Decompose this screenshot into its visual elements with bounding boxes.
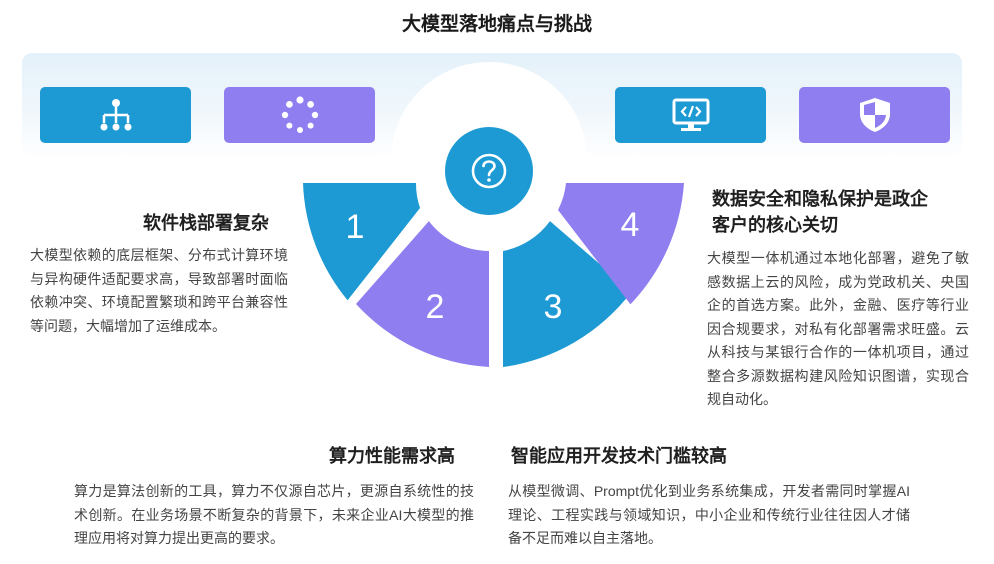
- challenge-4-text: 大模型一体机通过本地化部署，避免了敏感数据上云的风险，成为党政机关、央国企的首选…: [707, 250, 969, 407]
- segment-2: [356, 221, 489, 367]
- page-title: 大模型落地痛点与挑战: [401, 14, 592, 35]
- challenge-2-text: 算力是算法创新的工具，算力不仅源自芯片，更源自系统性的技术创新。在业务场景不断复…: [74, 483, 474, 546]
- challenge-4-heading: 数据安全和隐私保护是政企 客户的核心关切: [712, 186, 928, 238]
- challenge-3-text: 从模型微调、Prompt优化到业务系统集成，开发者需同时掌握AI理论、工程实践与…: [508, 483, 910, 546]
- segment-3: [503, 221, 632, 367]
- segment-4-number: 4: [621, 206, 640, 244]
- code-monitor-icon: [672, 98, 709, 131]
- tile-app-dev: [615, 87, 766, 143]
- segment-1: [303, 183, 420, 301]
- challenge-4-heading-line-1: 数据安全和隐私保护是政企: [712, 189, 928, 209]
- segment-3-number: 3: [544, 288, 563, 326]
- segment-1-number: 1: [346, 208, 365, 246]
- challenge-3-heading: 智能应用开发技术门槛较高: [511, 446, 727, 466]
- challenge-1-text: 大模型依赖的底层框架、分布式计算环境与异构硬件适配要求高，导致部署时面临依赖冲突…: [30, 247, 288, 334]
- challenge-1-heading: 软件栈部署复杂: [143, 213, 269, 233]
- tile-compute: [224, 87, 375, 143]
- loading-dots-icon: [281, 96, 318, 133]
- tile-data-security: [799, 87, 950, 143]
- segment-2-number: 2: [426, 288, 445, 326]
- segment-4: [558, 183, 684, 305]
- challenge-2-heading: 算力性能需求高: [329, 446, 455, 466]
- challenge-4-heading-line-2: 客户的核心关切: [712, 215, 838, 235]
- hierarchy-icon: [100, 99, 131, 131]
- tile-software-stack: [40, 87, 191, 143]
- question-icon: [445, 127, 533, 215]
- shield-icon: [859, 98, 890, 132]
